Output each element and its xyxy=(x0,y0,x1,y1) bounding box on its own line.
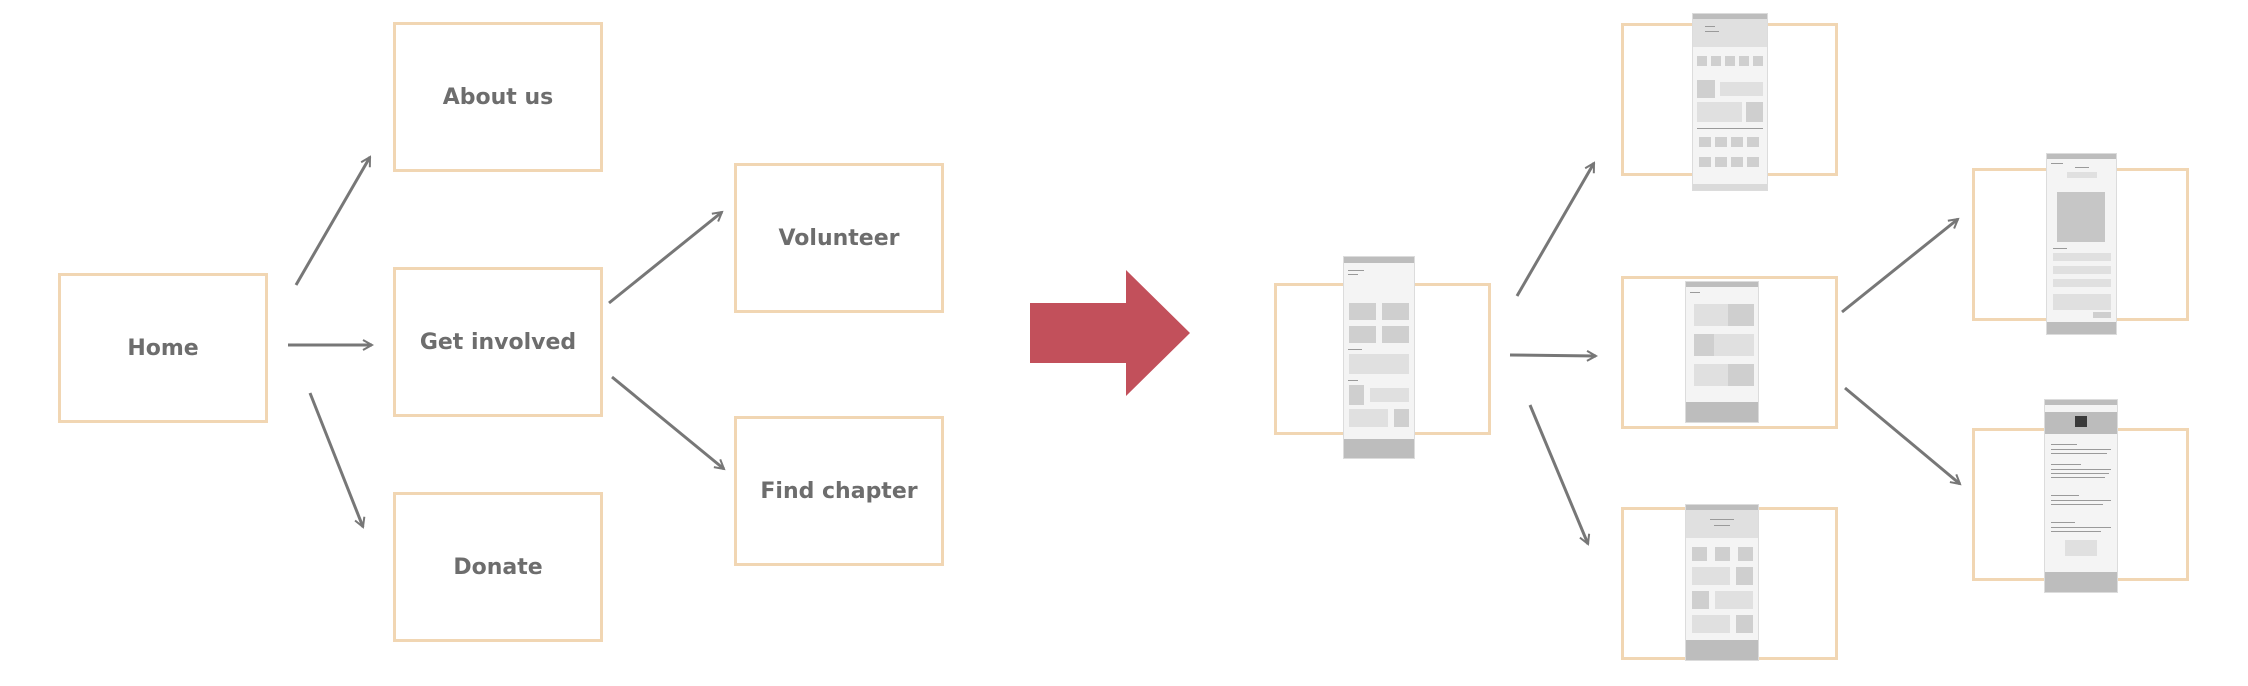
wireframe-volunteer-thumbnail xyxy=(2047,154,2116,334)
node-donate: Donate xyxy=(393,492,603,642)
node-find-chapter-label: Find chapter xyxy=(760,478,918,504)
node-home-label: Home xyxy=(127,335,199,361)
arrow-home-about xyxy=(294,157,372,286)
arrow-involved-chapter xyxy=(611,375,724,469)
wf-arrow-home-about xyxy=(1515,163,1596,297)
wf-arrow-home-involved xyxy=(1509,355,1596,356)
big-right-arrow-icon xyxy=(1030,270,1190,396)
node-volunteer-label: Volunteer xyxy=(778,225,900,251)
wireframe-involved-thumbnail xyxy=(1686,282,1758,422)
wireframe-home-thumbnail xyxy=(1344,257,1414,458)
node-get-involved: Get involved xyxy=(393,267,603,417)
node-find-chapter: Find chapter xyxy=(734,416,944,566)
node-about-us: About us xyxy=(393,22,603,172)
wf-arrow-home-donate xyxy=(1528,404,1588,544)
wf-arrow-involved-chapter xyxy=(1844,386,1960,484)
node-home: Home xyxy=(58,273,268,423)
node-donate-label: Donate xyxy=(453,554,543,580)
node-about-us-label: About us xyxy=(442,84,554,110)
arrow-home-donate xyxy=(308,392,363,527)
arrow-involved-volunteer xyxy=(608,212,722,305)
wireframe-about-thumbnail xyxy=(1693,14,1767,190)
wf-arrow-involved-volunteer xyxy=(1841,219,1958,314)
wireframe-donate-thumbnail xyxy=(1686,505,1758,660)
node-volunteer: Volunteer xyxy=(734,163,944,313)
node-get-involved-label: Get involved xyxy=(419,329,577,355)
wireframe-chapter-thumbnail xyxy=(2045,400,2117,592)
